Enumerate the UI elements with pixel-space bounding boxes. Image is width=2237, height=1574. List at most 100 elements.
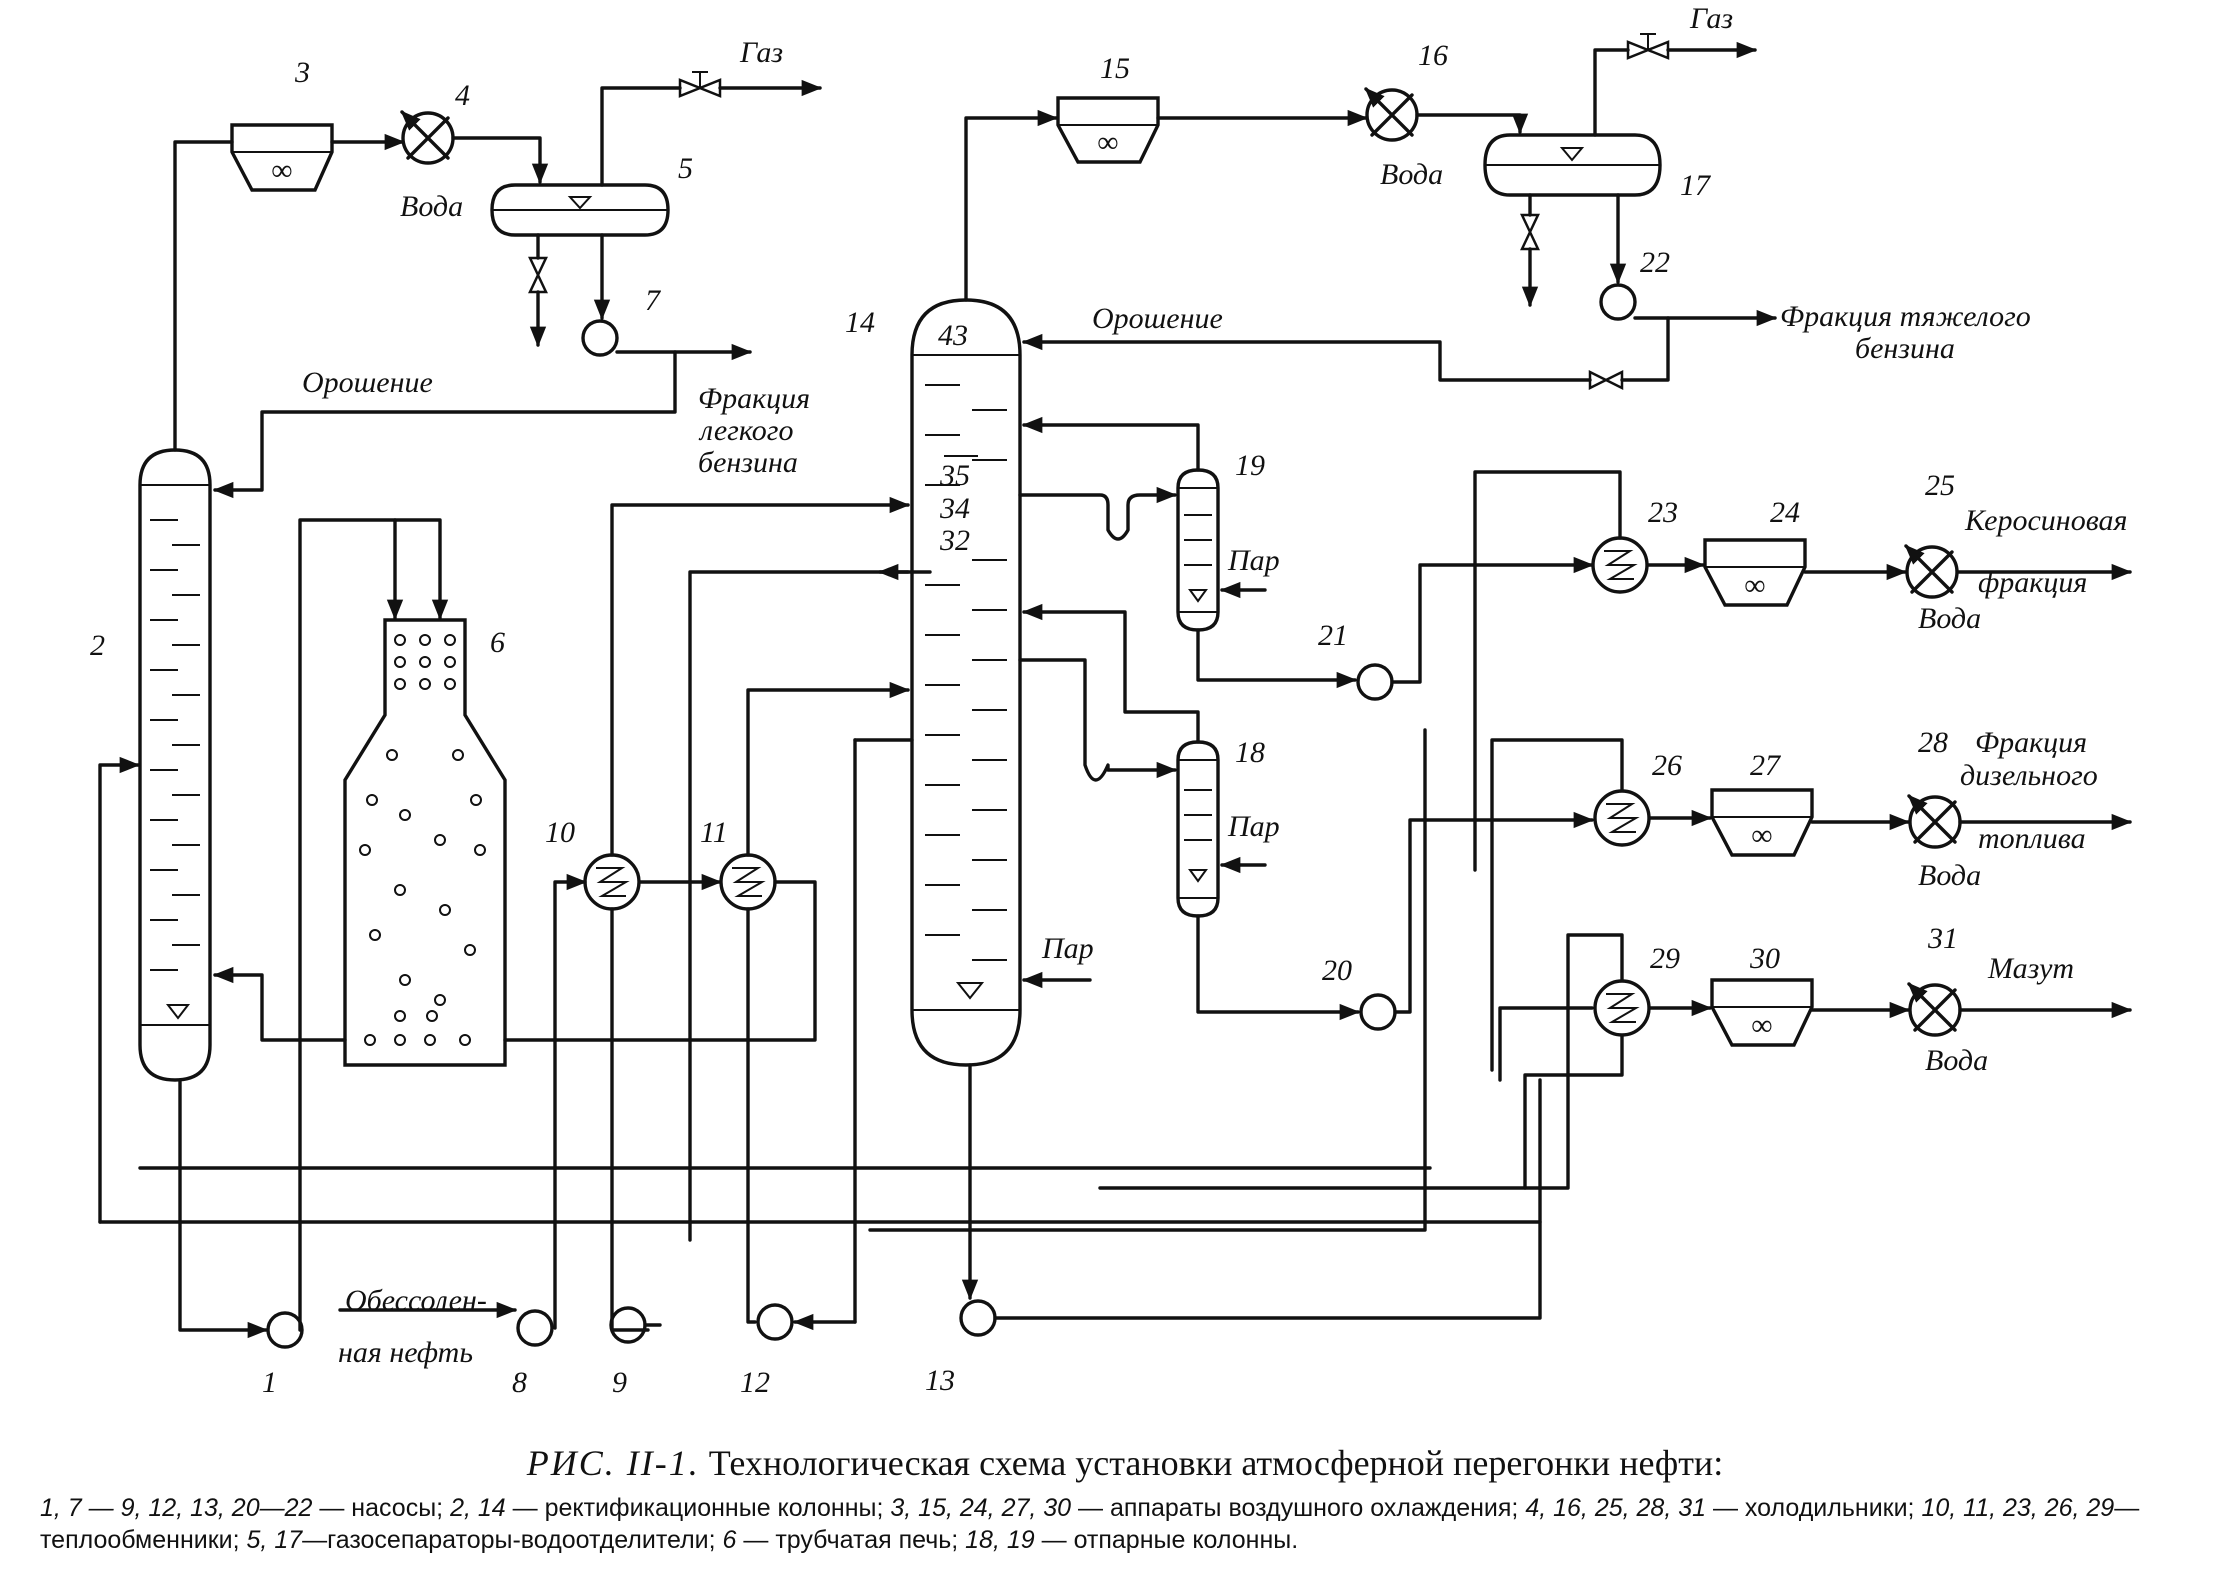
number-9: 9 <box>612 1366 627 1399</box>
legend-nums-air-coolers: 3, 15, 24, 27, 30 <box>890 1494 1072 1522</box>
number-23: 23 <box>1648 496 1678 529</box>
heavy-gasoline-label-2: бензина <box>1855 332 1955 365</box>
heavy-gasoline-label-1: Фракция тяжелого <box>1780 300 2031 333</box>
cooler-28 <box>1907 794 1962 849</box>
stripping-column-18 <box>1176 740 1220 918</box>
svg-text:∞: ∞ <box>1751 1009 1772 1042</box>
number-29: 29 <box>1650 942 1680 975</box>
figure-caption-title: РИС. II-1. Технологическая схема установ… <box>40 1442 2210 1484</box>
legend-nums-separators: 5, 17 <box>246 1526 303 1554</box>
pump-13 <box>959 1299 997 1337</box>
legend-text-air-coolers: — аппараты воздушного охлаждения; <box>1071 1494 1526 1522</box>
air-cooler-24: ∞ <box>1703 538 1807 607</box>
water-label-4: Вода <box>400 190 463 223</box>
stripping-column-19 <box>1176 468 1220 632</box>
number-18: 18 <box>1235 736 1265 769</box>
number-7: 7 <box>645 284 662 317</box>
water-label-16: Вода <box>1380 158 1443 191</box>
pump-22 <box>1599 283 1637 321</box>
pump-9 <box>609 1306 647 1344</box>
number-3: 3 <box>294 56 310 89</box>
number-11: 11 <box>700 816 728 849</box>
kerosene-label-2: фракция <box>1978 566 2087 599</box>
legend-nums-columns: 2, 14 <box>450 1494 506 1522</box>
distillation-column-2 <box>138 448 212 1082</box>
gas-separator-5 <box>490 183 670 237</box>
svg-text:∞: ∞ <box>1097 126 1118 159</box>
heat-exchanger-23 <box>1591 536 1649 594</box>
crude-label-1: Обессолен- <box>345 1284 487 1317</box>
figure-label: РИС. II-1. <box>526 1443 700 1483</box>
legend-nums-furnace: 6 <box>722 1526 737 1554</box>
legend-text-separators: —газосепараторы-водоотделители; <box>302 1526 723 1554</box>
number-19: 19 <box>1235 449 1265 482</box>
number-14: 14 <box>845 306 875 339</box>
number-31: 31 <box>1927 922 1958 955</box>
water-label-28: Вода <box>1918 859 1981 892</box>
svg-text:∞: ∞ <box>271 154 292 187</box>
light-gasoline-label-2: легкого <box>698 414 793 447</box>
number-5: 5 <box>678 152 693 185</box>
number-2: 2 <box>90 629 105 662</box>
number-24: 24 <box>1770 496 1800 529</box>
reflux-label-right: Орошение <box>1092 302 1223 335</box>
svg-text:∞: ∞ <box>1744 569 1765 602</box>
pump-8 <box>516 1309 554 1347</box>
pump-7 <box>581 319 619 357</box>
piping <box>98 41 2133 1339</box>
number-27: 27 <box>1750 749 1782 782</box>
number-6: 6 <box>490 626 505 659</box>
cooler-25 <box>1904 544 1959 599</box>
number-16: 16 <box>1418 39 1448 72</box>
diesel-label-1: Фракция <box>1975 726 2087 759</box>
valve-gas-right <box>1626 33 1670 60</box>
heat-exchanger-10 <box>583 853 641 911</box>
air-cooler-30: ∞ <box>1710 978 1814 1047</box>
pump-12 <box>756 1303 794 1341</box>
cooler-16 <box>1364 87 1419 142</box>
svg-text:∞: ∞ <box>1751 819 1772 852</box>
legend-text-pumps: — насосы; <box>312 1494 451 1522</box>
number-4: 4 <box>455 79 470 112</box>
number-1: 1 <box>262 1366 277 1399</box>
number-17: 17 <box>1680 169 1712 202</box>
steam-label-19: Пар <box>1227 544 1280 577</box>
diesel-label-3: топлива <box>1978 822 2086 855</box>
number-30: 30 <box>1749 942 1780 975</box>
pump-21 <box>1356 663 1394 701</box>
number-21: 21 <box>1318 619 1348 652</box>
legend-text-coolers: — холодильники; <box>1706 1494 1922 1522</box>
number-10: 10 <box>545 816 575 849</box>
gas-label-right: Газ <box>1689 2 1733 35</box>
number-28: 28 <box>1918 726 1948 759</box>
heat-exchanger-29 <box>1593 979 1651 1037</box>
tray-label-43: 43 <box>938 319 968 352</box>
crude-label-2: ная нефть <box>338 1336 473 1369</box>
air-cooler-15: ∞ <box>1056 96 1160 164</box>
legend-nums-heat-exchangers: 10, 11, 23, 26, 29 <box>1921 1494 2115 1522</box>
legend-text-furnace: — трубчатая печь; <box>736 1526 966 1554</box>
pump-1 <box>266 1311 304 1349</box>
light-gasoline-label-3: бензина <box>698 446 798 479</box>
legend-nums-coolers: 4, 16, 25, 28, 31 <box>1525 1494 1707 1522</box>
tray-label-34: 34 <box>939 492 970 525</box>
tray-label-35: 35 <box>939 459 970 492</box>
light-gasoline-label-1: Фракция <box>698 382 810 415</box>
number-20: 20 <box>1322 954 1352 987</box>
heat-exchanger-11 <box>719 853 777 911</box>
legend-nums-strippers: 18, 19 <box>965 1526 1035 1554</box>
diesel-label-2: дизельного <box>1960 759 2098 792</box>
valve-heavy-gasoline <box>1588 369 1624 391</box>
cooler-4 <box>400 110 455 165</box>
heat-exchanger-26 <box>1593 789 1651 847</box>
steam-label-14: Пар <box>1041 932 1094 965</box>
tray-label-32: 32 <box>939 524 970 557</box>
air-cooler-3: ∞ <box>230 123 334 192</box>
legend-nums-pumps: 1, 7 — 9, 12, 13, 20—22 <box>40 1494 313 1522</box>
kerosene-label-1: Керосиновая <box>1964 504 2127 537</box>
figure-title: Технологическая схема установки атмосфер… <box>708 1443 1724 1483</box>
distillation-column-14 <box>910 298 1022 1067</box>
number-12: 12 <box>740 1366 770 1399</box>
steam-label-18: Пар <box>1227 810 1280 843</box>
